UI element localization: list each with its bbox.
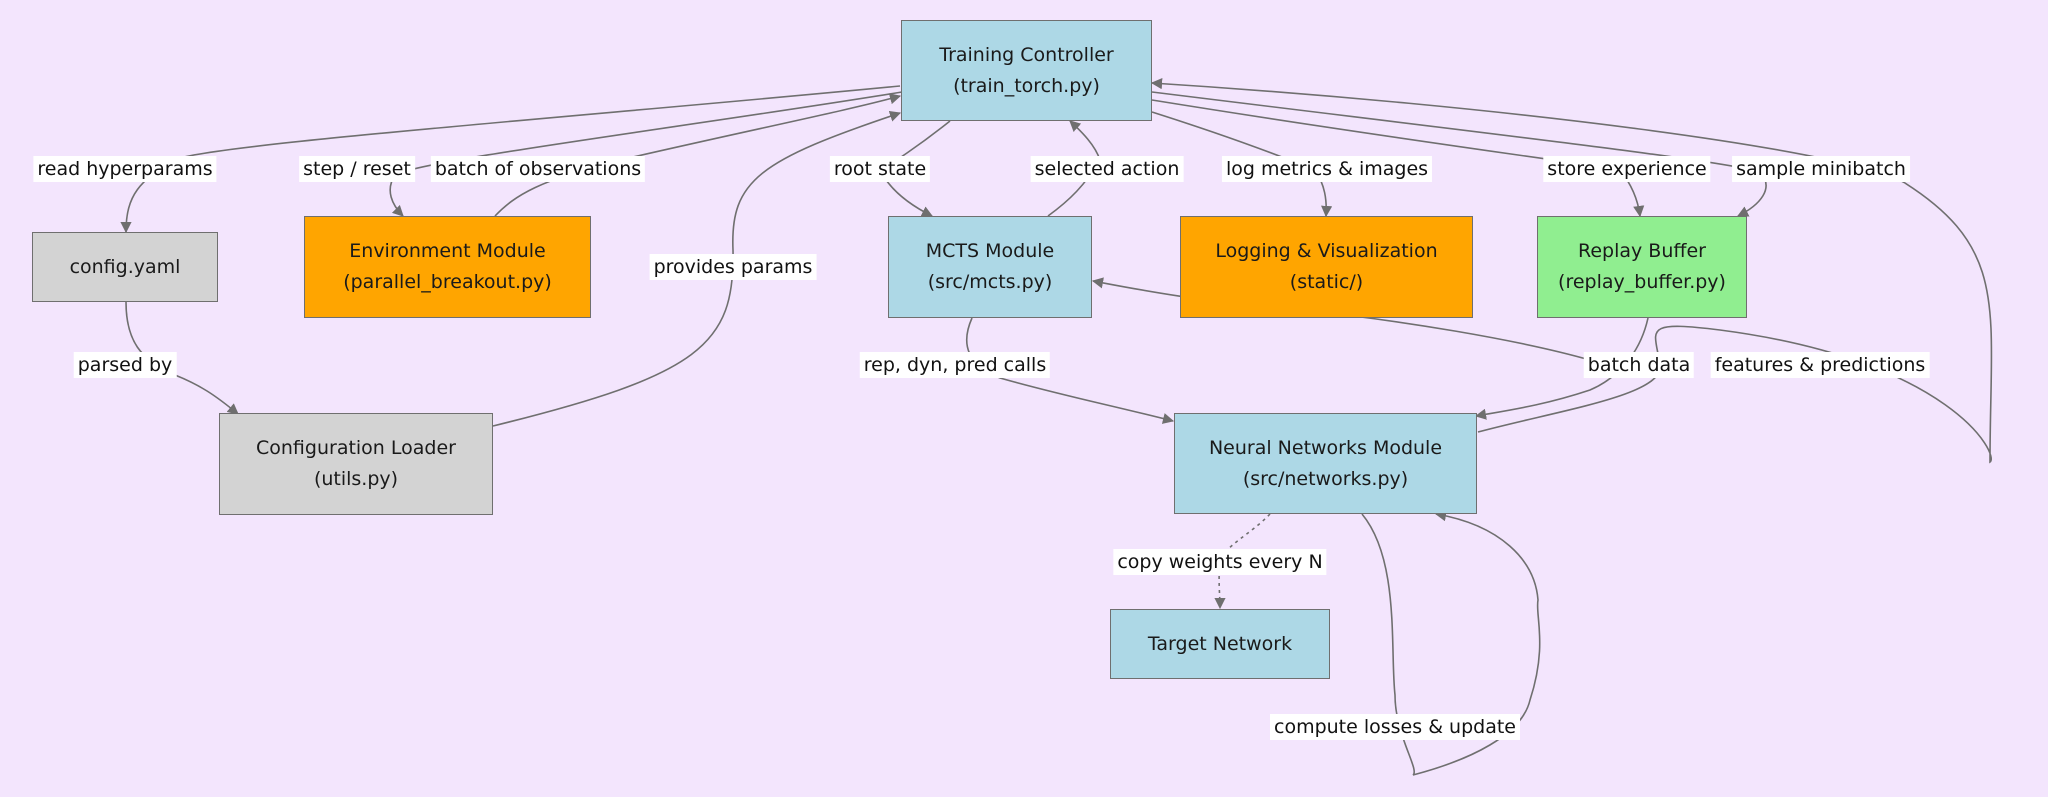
node-config-yaml-title: config.yaml	[69, 255, 181, 278]
node-training-controller[interactable]: Training Controller (train_torch.py)	[901, 20, 1152, 121]
edge-label-sample-minibatch: sample minibatch	[1732, 156, 1910, 182]
node-mcts-module-subtitle: (src/mcts.py)	[927, 271, 1053, 293]
node-target-network[interactable]: Target Network	[1110, 609, 1330, 679]
node-neural-networks-module[interactable]: Neural Networks Module (src/networks.py)	[1174, 413, 1477, 514]
edge-label-copy-weights-every-n: copy weights every N	[1113, 549, 1327, 575]
node-environment-module-subtitle: (parallel_breakout.py)	[343, 271, 552, 293]
edge-label-step-reset: step / reset	[299, 156, 415, 182]
edge-label-root-state: root state	[829, 156, 931, 182]
edge-label-parsed-by: parsed by	[73, 352, 177, 378]
edge-read-hyperparams	[120, 85, 901, 234]
edge-sample-minibatch	[1151, 91, 1767, 217]
node-environment-module-title: Environment Module	[349, 240, 546, 262]
node-logging-visualization-subtitle: (static/)	[1289, 271, 1364, 293]
edge-batch-data	[1474, 317, 1649, 420]
node-training-controller-title: Training Controller	[939, 43, 1114, 66]
node-mcts-module-title: MCTS Module	[925, 240, 1055, 262]
edge-label-rep-dyn-pred-calls: rep, dyn, pred calls	[859, 352, 1051, 378]
edge-label-provides-params: provides params	[649, 254, 817, 280]
edge-label-store-experience: store experience	[1543, 156, 1711, 182]
node-configuration-loader-title: Configuration Loader	[256, 437, 456, 459]
node-logging-visualization-title: Logging & Visualization	[1215, 240, 1438, 262]
node-mcts-module[interactable]: MCTS Module (src/mcts.py)	[888, 216, 1092, 318]
edge-label-selected-action: selected action	[1030, 156, 1184, 182]
edge-label-compute-losses-update: compute losses & update	[1270, 714, 1520, 740]
edge-batch-of-observations	[494, 93, 902, 217]
node-replay-buffer-title: Replay Buffer	[1578, 240, 1706, 262]
node-config-yaml[interactable]: config.yaml	[32, 232, 218, 302]
edge-rep-dyn-pred	[965, 317, 1175, 424]
node-target-network-title: Target Network	[1147, 632, 1293, 655]
edge-label-log-metrics-images: log metrics & images	[1221, 156, 1433, 182]
node-training-controller-subtitle: (train_torch.py)	[953, 74, 1100, 97]
edge-label-features-predictions: features & predictions	[1710, 352, 1930, 378]
edge-label-read-hyperparams: read hyperparams	[33, 156, 217, 182]
node-neural-networks-module-subtitle: (src/networks.py)	[1242, 467, 1409, 490]
node-replay-buffer-subtitle: (replay_buffer.py)	[1558, 271, 1726, 293]
edge-compute-losses	[1361, 510, 1541, 776]
node-configuration-loader-subtitle: (utils.py)	[313, 468, 399, 490]
node-replay-buffer[interactable]: Replay Buffer (replay_buffer.py)	[1537, 216, 1747, 318]
node-environment-module[interactable]: Environment Module (parallel_breakout.py…	[304, 216, 591, 318]
node-logging-visualization[interactable]: Logging & Visualization (static/)	[1180, 216, 1473, 318]
node-neural-networks-module-title: Neural Networks Module	[1208, 436, 1443, 459]
node-configuration-loader[interactable]: Configuration Loader (utils.py)	[219, 413, 493, 515]
edge-label-batch-data: batch data	[1583, 352, 1695, 378]
edge-label-batch-of-observations: batch of observations	[430, 156, 646, 182]
